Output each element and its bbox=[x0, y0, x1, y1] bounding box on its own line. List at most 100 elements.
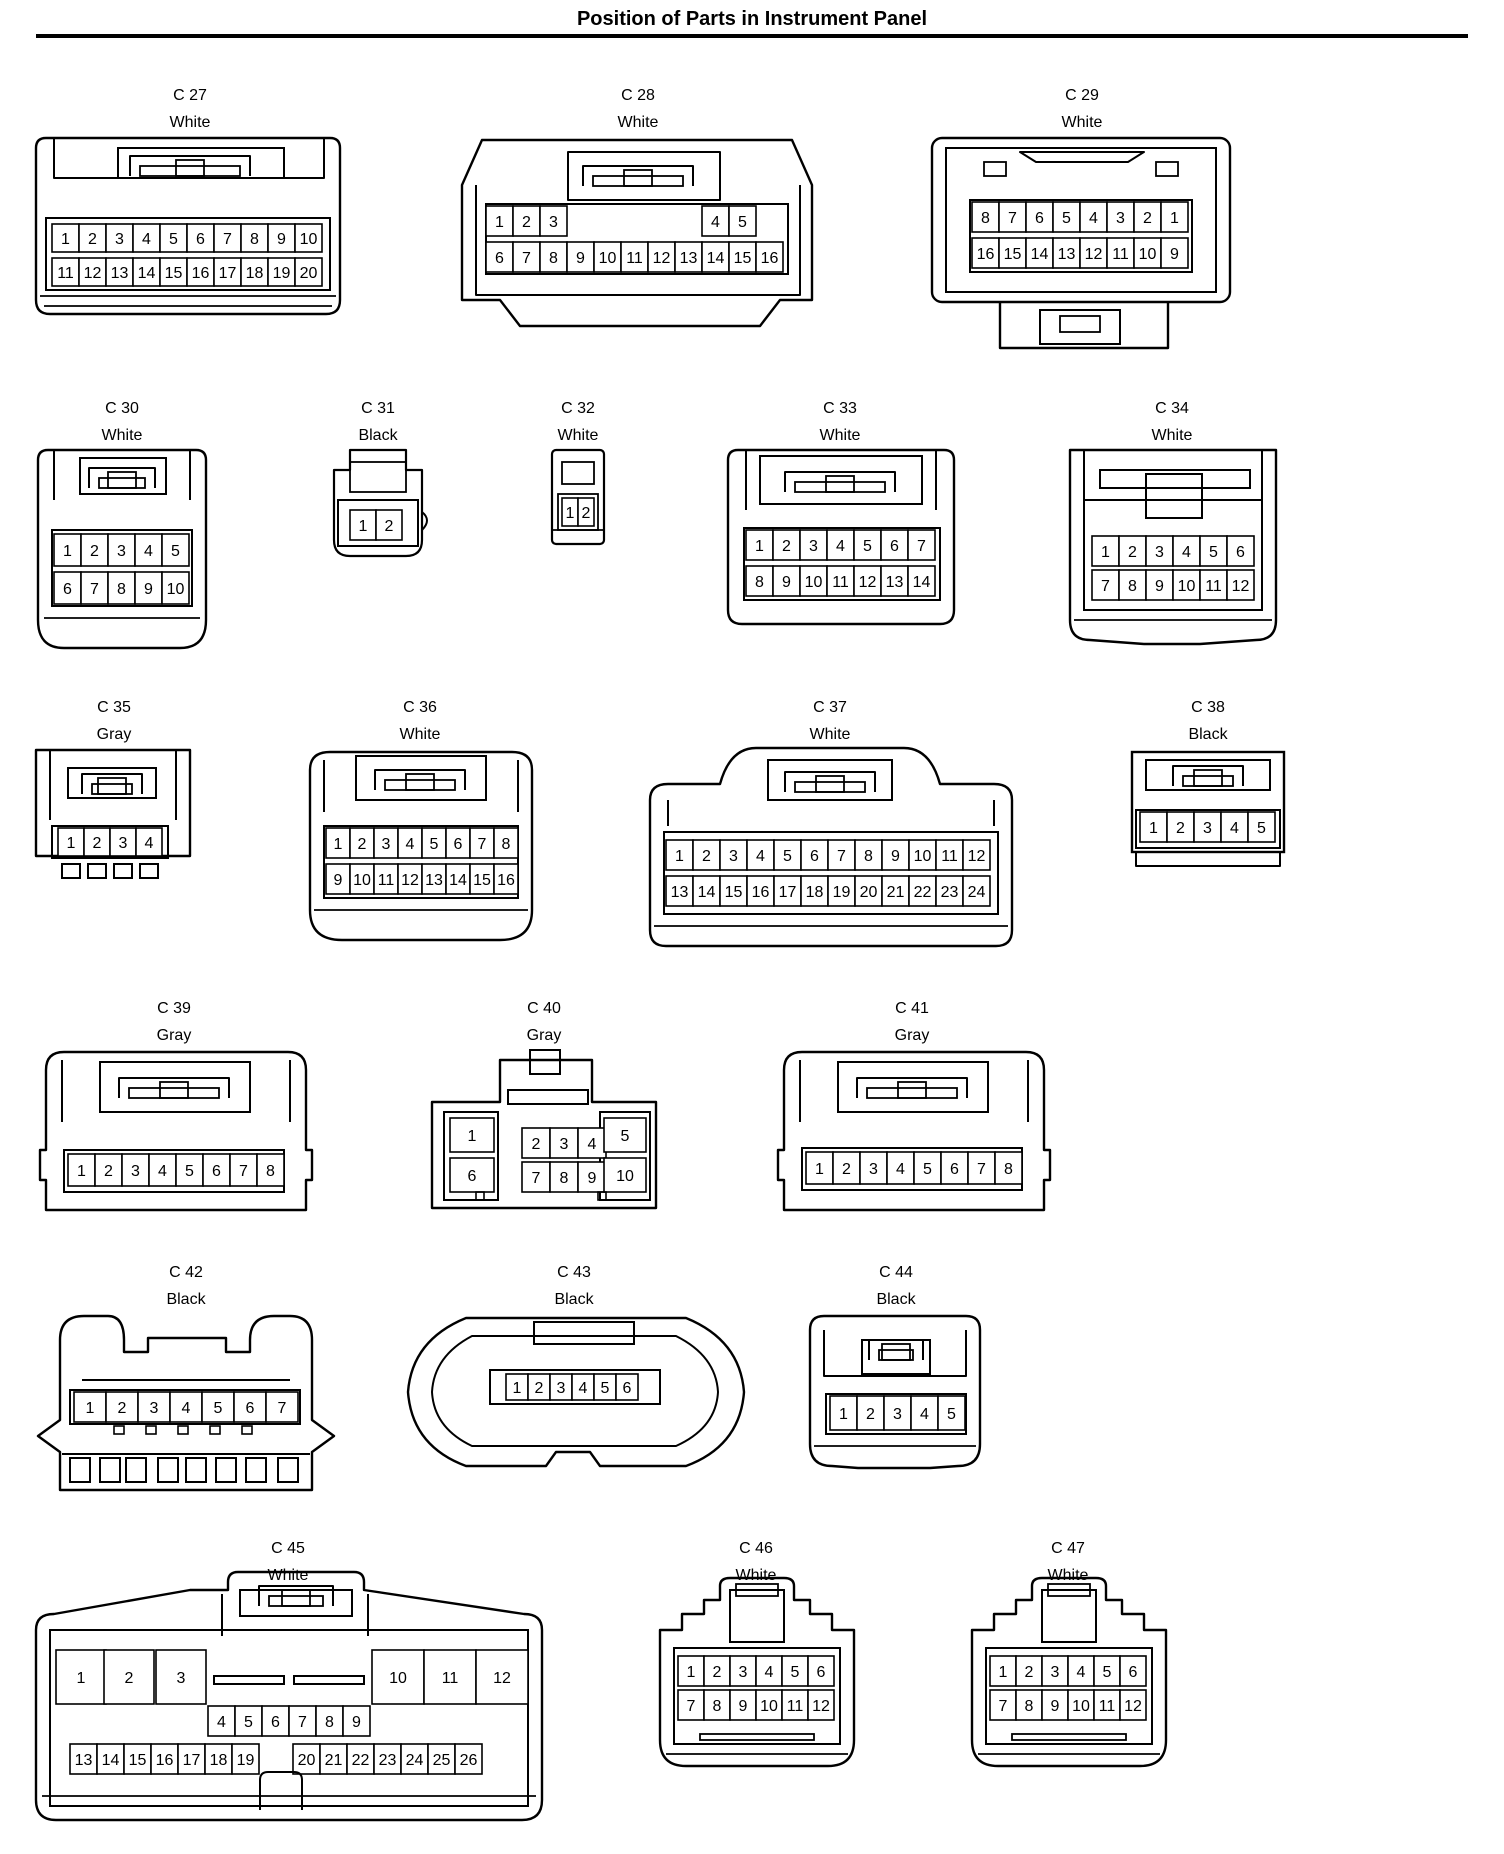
pin-label: 9 bbox=[144, 581, 153, 598]
pin-2: 2 bbox=[1118, 535, 1147, 567]
connector-color: Black bbox=[166, 1291, 206, 1308]
pin-6: 6 bbox=[940, 1151, 969, 1185]
connector-color: White bbox=[1048, 1567, 1089, 1584]
pin-label: 10 bbox=[616, 1168, 634, 1185]
pin-9: 9 bbox=[1041, 1689, 1069, 1721]
pin-2: 2 bbox=[692, 839, 721, 871]
pin-7: 7 bbox=[521, 1161, 551, 1193]
pin-10: 10 bbox=[1133, 237, 1162, 269]
pin-label: 8 bbox=[117, 581, 126, 598]
pin-label: 2 bbox=[1176, 820, 1185, 837]
pin-label: 1 bbox=[1149, 820, 1158, 837]
pin-label: 4 bbox=[145, 835, 154, 852]
pin-1: 1 bbox=[1139, 811, 1168, 843]
pin-2: 2 bbox=[1015, 1655, 1043, 1687]
pin-17: 17 bbox=[213, 257, 242, 287]
pin-8: 8 bbox=[1015, 1689, 1043, 1721]
pin-21: 21 bbox=[881, 875, 910, 907]
pin-4: 4 bbox=[397, 827, 423, 859]
pin-label: 22 bbox=[914, 884, 932, 901]
pin-2: 2 bbox=[1133, 201, 1162, 233]
pin-7: 7 bbox=[1091, 569, 1120, 601]
connector-id: C 36 bbox=[403, 699, 437, 716]
pin-label: 6 bbox=[468, 1168, 477, 1185]
pin-label: 7 bbox=[1008, 210, 1017, 227]
pin-label: 8 bbox=[549, 250, 558, 267]
pin-6: 6 bbox=[880, 529, 909, 561]
pin-label: 20 bbox=[860, 884, 878, 901]
pin-label: 3 bbox=[1203, 820, 1212, 837]
pin-3: 3 bbox=[1145, 535, 1174, 567]
pin-10: 10 bbox=[294, 223, 323, 253]
pin-7: 7 bbox=[265, 1391, 299, 1423]
pin-label: 3 bbox=[131, 1163, 140, 1180]
pin-label: 8 bbox=[864, 848, 873, 865]
pin-12: 12 bbox=[853, 565, 882, 597]
pin-15: 15 bbox=[719, 875, 748, 907]
pin-10: 10 bbox=[161, 571, 190, 605]
connector-id: C 47 bbox=[1051, 1540, 1085, 1557]
pin-4: 4 bbox=[135, 827, 163, 857]
pin-6: 6 bbox=[1226, 535, 1255, 567]
pin-label: 12 bbox=[493, 1670, 511, 1687]
pin-label: 5 bbox=[430, 836, 439, 853]
pin-1: 1 bbox=[449, 1117, 495, 1153]
connector-color: White bbox=[268, 1567, 309, 1584]
pin-label: 19 bbox=[237, 1752, 255, 1769]
pin-label: 1 bbox=[359, 518, 368, 535]
pin-4: 4 bbox=[577, 1127, 607, 1159]
pin-13: 13 bbox=[665, 875, 694, 907]
pin-10: 10 bbox=[1172, 569, 1201, 601]
pin-label: 12 bbox=[859, 574, 877, 591]
connector-color: Gray bbox=[527, 1027, 562, 1044]
pin-label: 5 bbox=[621, 1128, 630, 1145]
pin-label: 13 bbox=[1058, 246, 1076, 263]
pin-1: 1 bbox=[55, 1649, 107, 1705]
pin-16: 16 bbox=[746, 875, 775, 907]
pin-16: 16 bbox=[186, 257, 215, 287]
pin-16: 16 bbox=[755, 241, 784, 273]
pin-label: 1 bbox=[334, 836, 343, 853]
pin-17: 17 bbox=[773, 875, 802, 907]
pin-label: 5 bbox=[738, 214, 747, 231]
pin-label: 6 bbox=[817, 1664, 826, 1681]
pin-13: 13 bbox=[880, 565, 909, 597]
pin-7: 7 bbox=[229, 1153, 258, 1187]
pin-15: 15 bbox=[728, 241, 757, 273]
pin-label: 5 bbox=[791, 1664, 800, 1681]
connector-color: Black bbox=[554, 1291, 594, 1308]
pin-label: 11 bbox=[626, 250, 643, 267]
pin-12: 12 bbox=[962, 839, 991, 871]
pin-label: 11 bbox=[378, 872, 395, 889]
pin-label: 20 bbox=[300, 265, 318, 282]
pin-label: 4 bbox=[1182, 544, 1191, 561]
connector-id: C 38 bbox=[1191, 699, 1225, 716]
pin-10: 10 bbox=[593, 241, 622, 273]
pin-2: 2 bbox=[577, 497, 595, 527]
pin-9: 9 bbox=[267, 223, 296, 253]
pin-label: 3 bbox=[1051, 1664, 1060, 1681]
connector-id: C 34 bbox=[1155, 400, 1189, 417]
pin-label: 8 bbox=[981, 210, 990, 227]
pin-label: 1 bbox=[495, 214, 504, 231]
pin-4: 4 bbox=[755, 1655, 783, 1687]
pin-label: 6 bbox=[495, 250, 504, 267]
pin-label: 2 bbox=[358, 836, 367, 853]
pin-11: 11 bbox=[826, 565, 855, 597]
pin-1: 1 bbox=[485, 205, 514, 237]
pin-label: 3 bbox=[1116, 210, 1125, 227]
pin-label: 7 bbox=[239, 1163, 248, 1180]
connector-color: White bbox=[558, 427, 599, 444]
pin-label: 6 bbox=[212, 1163, 221, 1180]
pin-5: 5 bbox=[728, 205, 757, 237]
pin-12: 12 bbox=[78, 257, 107, 287]
pin-1: 1 bbox=[665, 839, 694, 871]
pin-label: 12 bbox=[1232, 578, 1250, 595]
pin-7: 7 bbox=[80, 571, 109, 605]
